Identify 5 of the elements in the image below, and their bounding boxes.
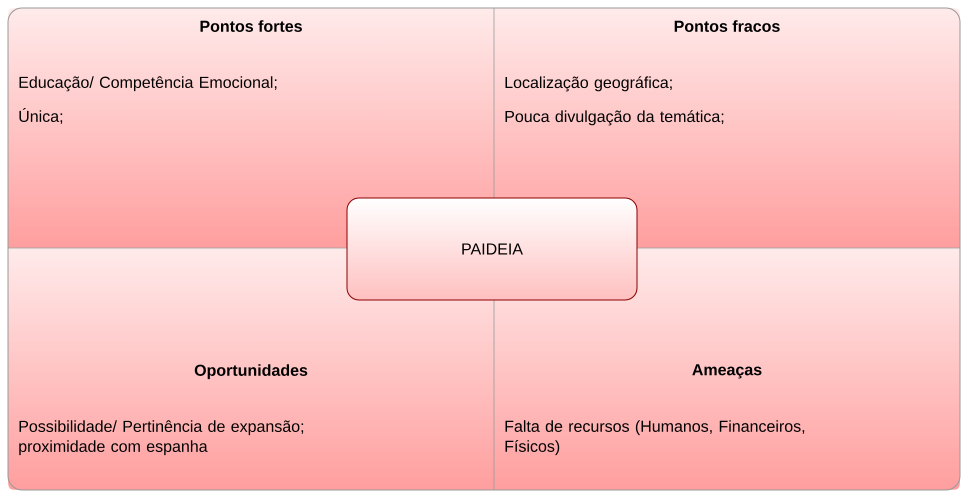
swot-quadrant: Pontos fracos Localização geográfica; Pouca divulgação da temática; xyxy=(506,20,780,126)
swot-quadrant: Ameaças Falta de recursos (Humanos, Financeiros, Físicos) xyxy=(506,364,804,456)
swot-quadrant: Oportunidades Possibilidade/ Pertinência de expansão; proximidade com espanha xyxy=(19,364,308,456)
swot-quadrant: Pontos fortes Educação/ Competência Emocional; Única; xyxy=(19,20,302,124)
center-box: PAIDEIA xyxy=(346,198,638,300)
